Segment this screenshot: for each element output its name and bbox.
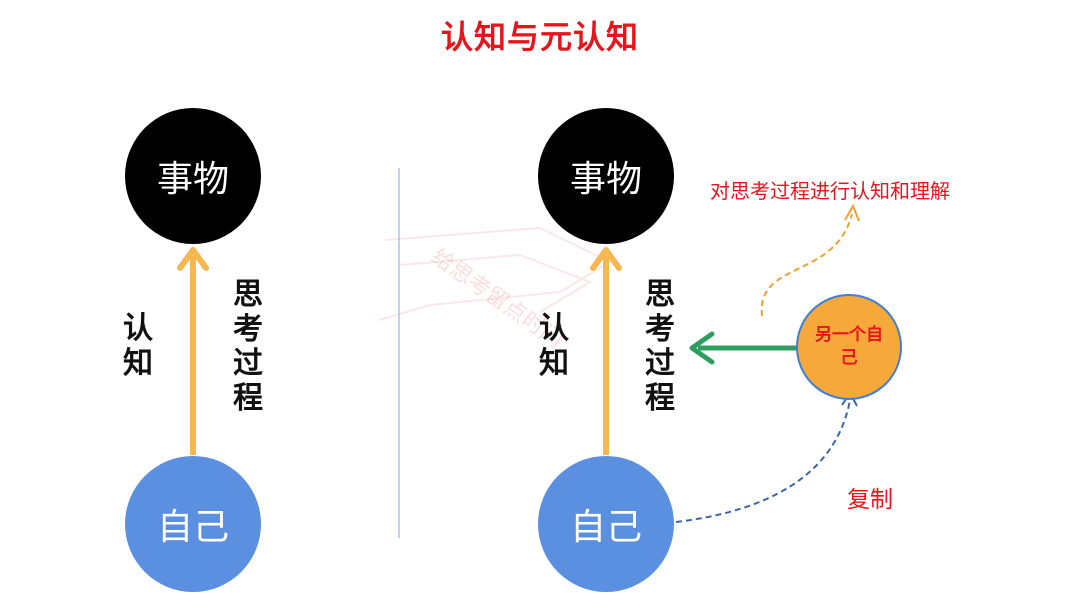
right-cognition-arrow [590, 247, 622, 455]
right-thinking-label: 思考过程 [645, 277, 675, 416]
right-cognition-label: 认知 [539, 311, 569, 381]
metacognition-annotation: 对思考过程进行认知和理解 [710, 179, 950, 203]
other-self-label: 另一个自己 [815, 325, 883, 368]
left-thinking-label: 思考过程 [233, 277, 263, 416]
copy-arrow [675, 391, 858, 523]
left-cognition-label: 认知 [123, 311, 153, 381]
left-self-label: 自己 [156, 507, 229, 548]
other-self-node: 另一个自己 [796, 294, 902, 400]
diagram-title: 认知与元认知 [440, 18, 639, 56]
observe-arrow [689, 331, 797, 365]
right-object-node: 事物 [538, 108, 674, 244]
left-object-label: 事物 [156, 159, 229, 200]
copy-label: 复制 [847, 487, 893, 513]
watermark-graphic [379, 226, 613, 321]
right-self-label: 自己 [569, 507, 642, 548]
left-cognition-arrow [177, 247, 209, 455]
left-object-node: 事物 [125, 108, 261, 244]
right-self-node: 自己 [538, 456, 674, 592]
understanding-arrow [760, 203, 860, 317]
left-self-node: 自己 [125, 456, 261, 592]
right-object-label: 事物 [569, 159, 642, 200]
